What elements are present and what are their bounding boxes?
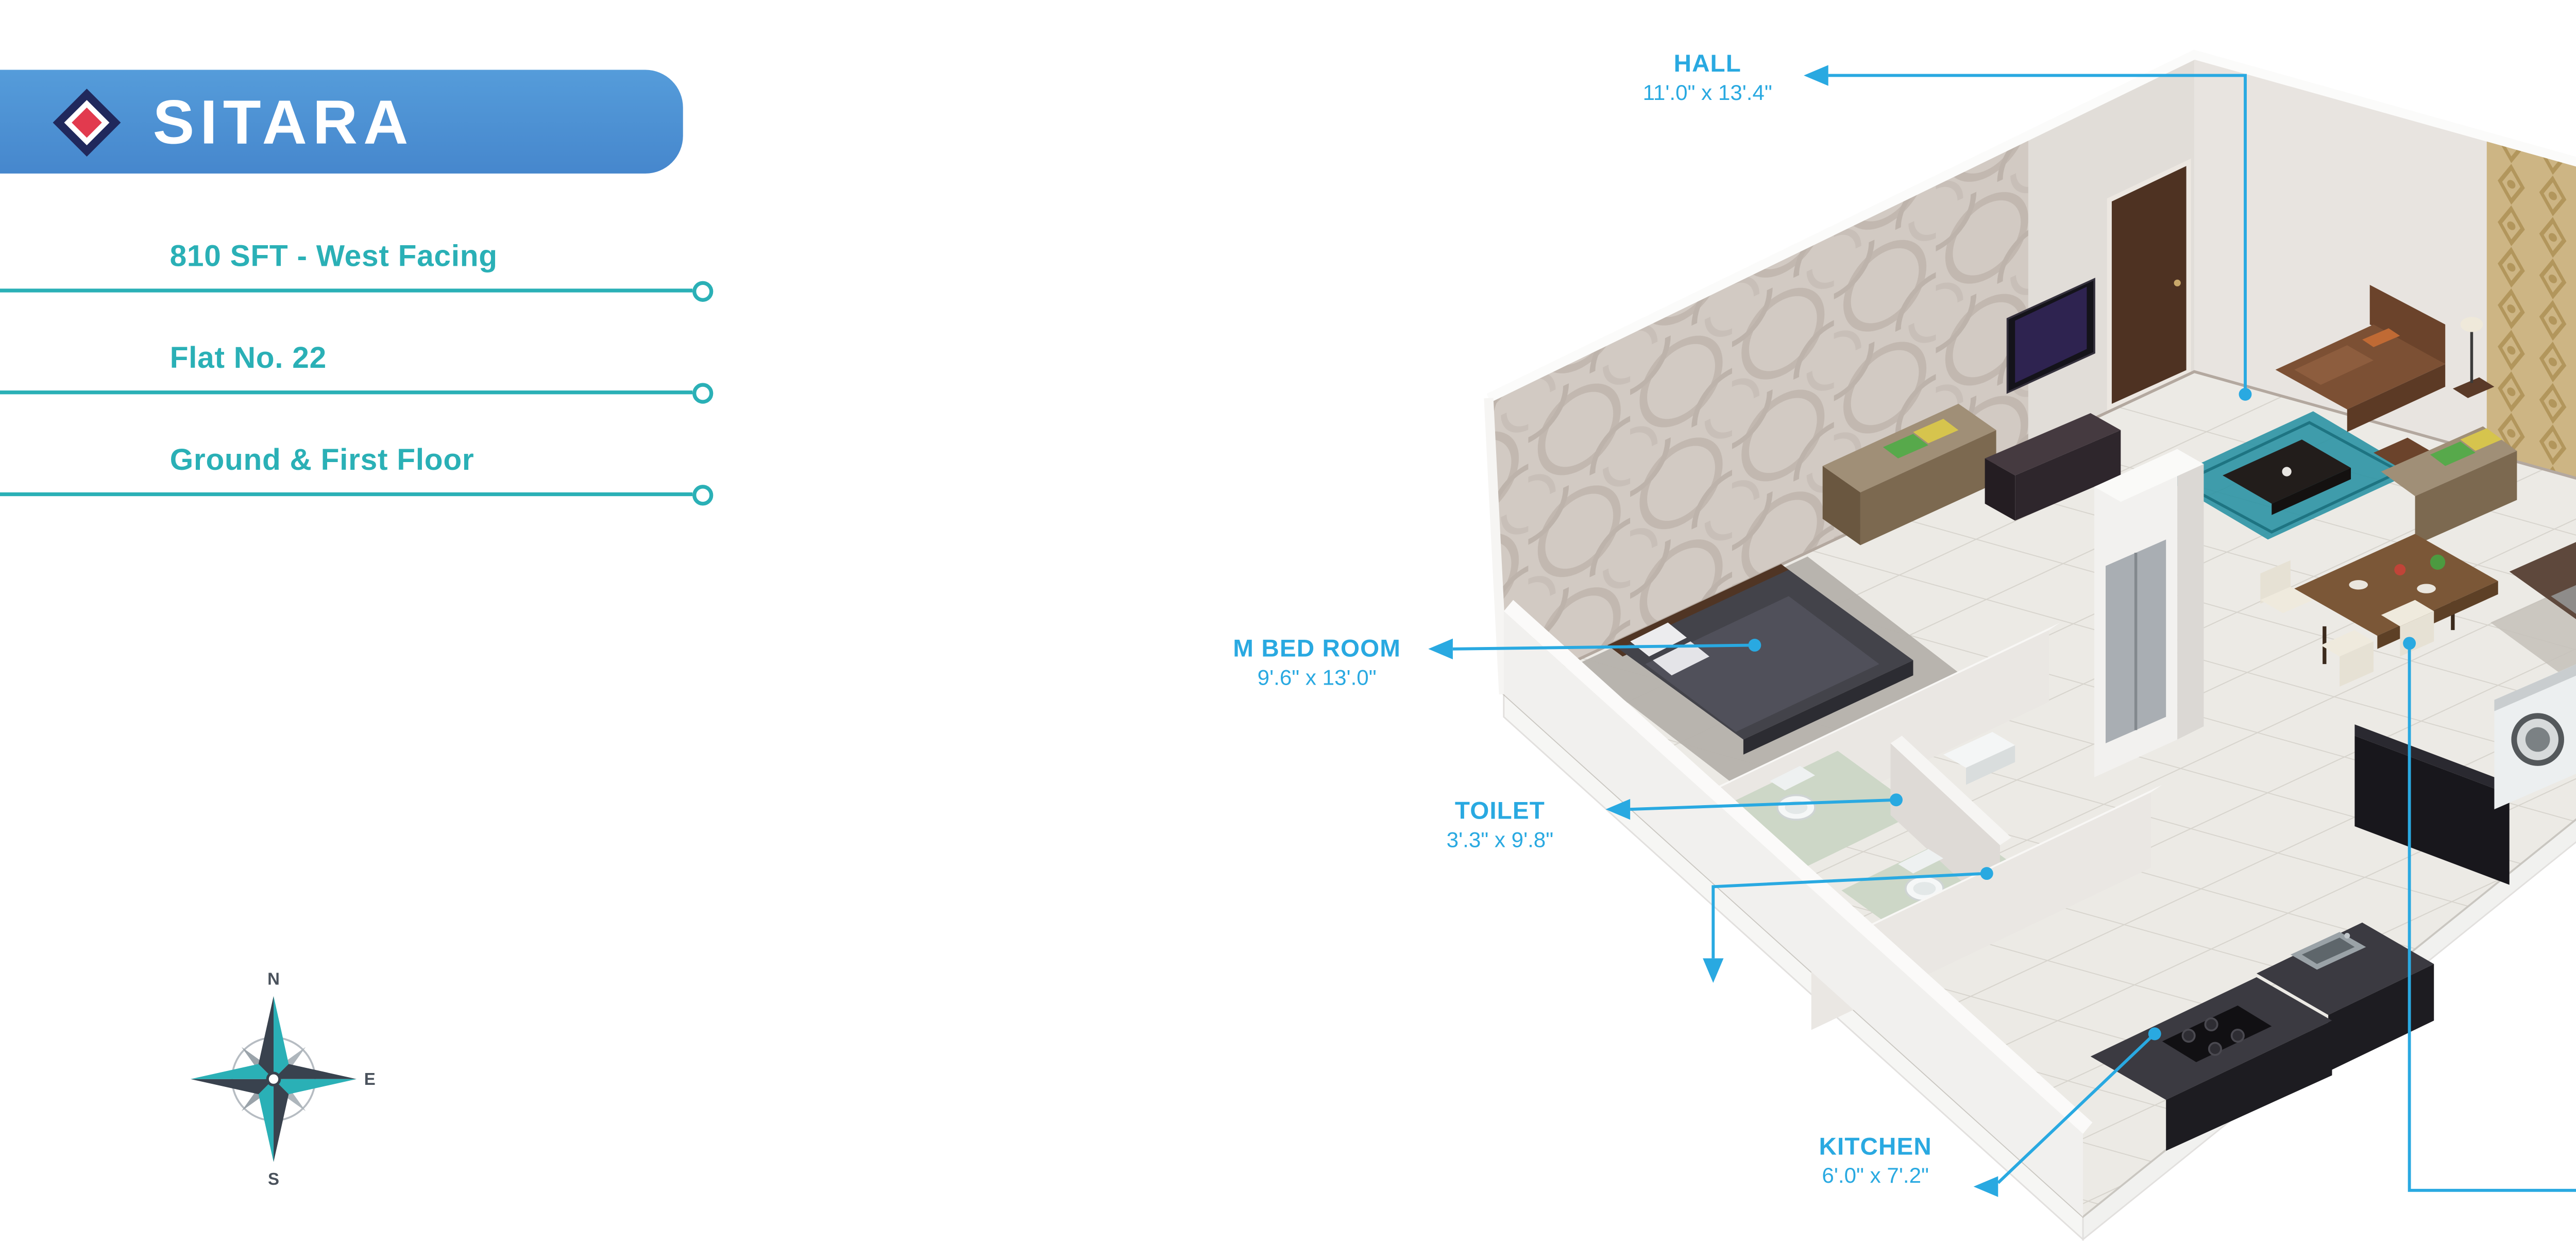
- room-label-toilet: TOILET 3'.3" x 9'.8": [1405, 796, 1594, 856]
- hall-leader-line: [1828, 74, 2247, 395]
- brand-title: SITARA: [152, 86, 414, 156]
- hall-furniture: [1985, 284, 2495, 540]
- washbasin: [1943, 731, 2015, 768]
- plant: [2430, 554, 2446, 570]
- rule-endpoint-dot: [692, 382, 714, 403]
- room-dims: 6'.0" x 7'.2": [1822, 1165, 1929, 1188]
- toilet-leader-line-2: [1711, 872, 1987, 959]
- detail-rule-2: [0, 382, 714, 403]
- brand-logo-diamond-icon: [53, 88, 121, 156]
- hall-arrow: [1804, 65, 1828, 86]
- toilet-leader-line: [1630, 798, 1896, 811]
- stove: [2162, 1005, 2272, 1062]
- compass-north-label: N: [267, 969, 280, 989]
- toilet-arrow: [1605, 798, 1631, 820]
- detail-rule-3: [0, 484, 714, 505]
- wall-top-edges: [1484, 49, 2576, 695]
- entry-door: [2107, 158, 2191, 412]
- room-dims: 9'.6" x 13'.0": [1257, 668, 1377, 690]
- rule-line: [0, 492, 693, 497]
- m-bed-room-leader-line: [1452, 643, 1755, 651]
- rule-line: [0, 288, 693, 293]
- glass-panel: [2354, 736, 2510, 885]
- back-left-wall: [1492, 56, 2195, 694]
- leader-arrowheads: [1428, 65, 1998, 1197]
- children-bedroom-furniture: [2381, 426, 2576, 685]
- room-label-hall: HALL 11'.0" x 13'.4": [1613, 49, 1802, 109]
- detail-area-facing: 810 SFT - West Facing: [170, 241, 498, 274]
- dining-table: [2294, 534, 2498, 636]
- detail-rule-1: [0, 280, 714, 301]
- compass-rose: N E S: [190, 969, 376, 1188]
- master-bedroom-furniture: [1577, 403, 1996, 783]
- wc: [1770, 765, 1816, 791]
- fridge-column: [2094, 449, 2204, 777]
- dining-furniture: [2260, 534, 2498, 687]
- tv-cabinet: [1985, 413, 2121, 475]
- leader-anchor-dots: [1748, 387, 2416, 1041]
- child-bed-rug: [2490, 584, 2576, 685]
- detail-floors: Ground & First Floor: [170, 445, 474, 478]
- front-walls: [1503, 600, 2093, 1217]
- kitchen-leader-line: [1997, 1032, 2156, 1184]
- room-name: KITCHEN: [1819, 1132, 1932, 1161]
- room-name: HALL: [1673, 49, 1741, 78]
- compass-east-label: E: [364, 1069, 376, 1088]
- utility-area: [2354, 664, 2576, 885]
- dining-leader-line: [2408, 643, 2576, 1192]
- room-dims: 11'.0" x 13'.4": [1642, 82, 1772, 106]
- side-table: [2452, 377, 2495, 398]
- room-label-kitchen: KITCHEN 6'.0" x 7'.2": [1781, 1132, 1970, 1192]
- rule-endpoint-dot: [692, 280, 714, 301]
- wall-mounted-tv: [2006, 278, 2095, 394]
- toilet-arrow-2: [1703, 958, 1724, 983]
- room-name: TOILET: [1454, 796, 1545, 825]
- rule-line: [0, 390, 693, 395]
- dining-chair: [2320, 630, 2374, 657]
- m-bed-room-arrow: [1428, 638, 1453, 659]
- detail-flat-no: Flat No. 22: [170, 343, 327, 376]
- brand-banner: SITARA: [0, 70, 683, 174]
- room-dims: 3'.3" x 9'.8": [1446, 829, 1554, 853]
- room-name: M BED ROOM: [1233, 634, 1401, 662]
- leader-lines: [1452, 74, 2576, 1192]
- kitchen-arrow: [1973, 1176, 1998, 1197]
- wc: [1898, 848, 1944, 874]
- dining-chair: [2381, 600, 2434, 626]
- sink-counter: [2256, 922, 2434, 1015]
- kitchen-counters: [2090, 922, 2434, 1151]
- rule-endpoint-dot: [692, 484, 714, 505]
- room-label-m-bed-room: M BED ROOM 9'.6" x 13'.0": [1208, 634, 1427, 694]
- compass-south-label: S: [268, 1169, 279, 1188]
- pouf: [2374, 437, 2430, 466]
- sofa: [2369, 284, 2446, 364]
